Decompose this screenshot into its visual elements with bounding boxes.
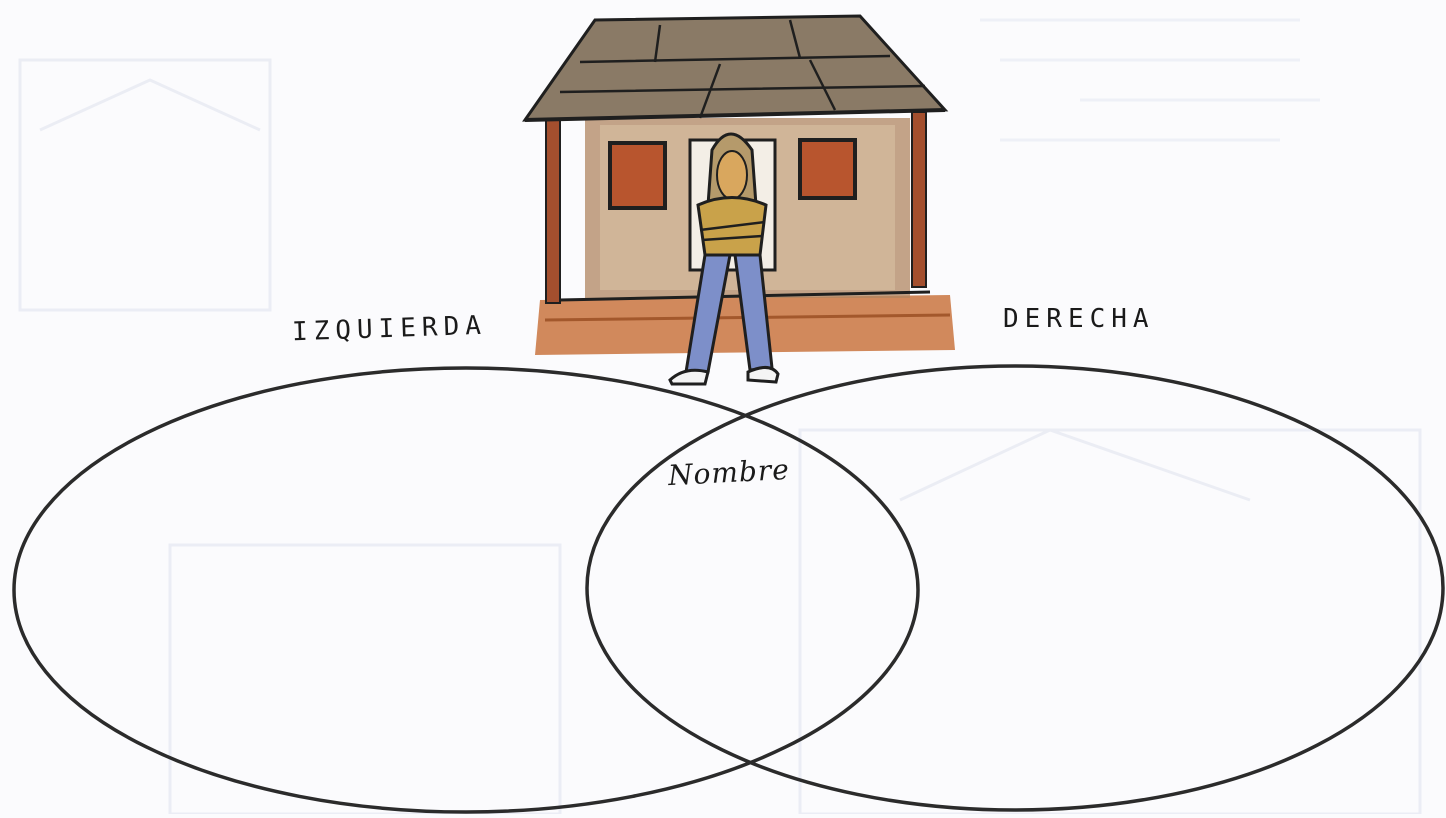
right-set-label: DERECHA xyxy=(1003,304,1155,334)
venn-right-set xyxy=(585,364,1445,812)
background-ghost-drawings xyxy=(18,18,1422,816)
overlap-label: Nombre xyxy=(667,452,791,493)
venn-left-set xyxy=(12,366,920,814)
person-illustration xyxy=(668,132,780,386)
